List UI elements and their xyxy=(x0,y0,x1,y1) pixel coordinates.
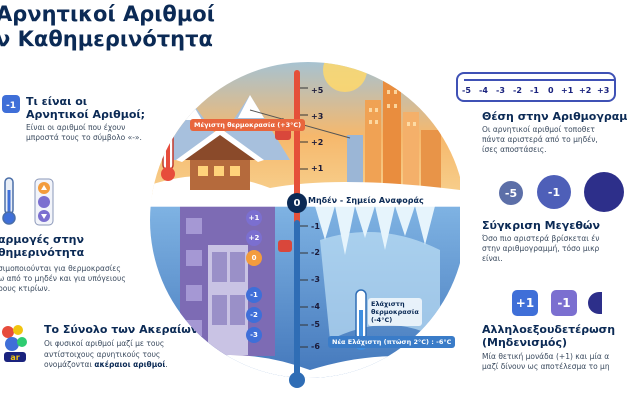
floor-minus-2: -2 xyxy=(246,307,262,323)
minus-one-icon: -1 xyxy=(0,92,24,116)
title-line-2: ν Καθημερινότητα xyxy=(0,27,213,51)
applications-text: σιμοποιούνται για θερμοκρασίες ω από το … xyxy=(0,264,126,294)
cancel-text-line-2: μαζί δίνουν ως αποτέλεσμα το μη xyxy=(482,362,610,371)
min-temp-line-2: θερμοκρασία xyxy=(371,308,419,316)
min-temp-label: Ελάχιστη θερμοκρασία (-4°C) xyxy=(368,298,422,326)
min-temp-line-3: (-4°C) xyxy=(371,316,393,324)
cancel-text-line-1: Μία θετική μονάδα (+1) και μία α xyxy=(482,352,610,361)
nl-tick: +3 xyxy=(597,86,610,95)
applications-text-line-3: ρους κτιρίων. xyxy=(0,284,51,293)
tick-plus-5: +5 xyxy=(311,86,324,95)
minus-one-icon-text: -1 xyxy=(6,101,16,111)
zero-marker: 0 xyxy=(287,193,307,213)
tick-minus-2: -2 xyxy=(311,248,320,257)
integers-text-line-2: αντίστοιχους αρνητικούς τους xyxy=(44,349,161,359)
plus-one-block: +1 xyxy=(512,290,538,316)
max-temp-label: Μέγιστη θερμοκρασία (+3°C) xyxy=(190,119,306,131)
compare-text: Όσο πιο αριστερά βρίσκεται έν στην αριθμ… xyxy=(482,234,599,264)
compare-text-line-2: στην αριθμογραμμή, τόσο μικρ xyxy=(482,244,600,253)
tick-plus-3: +3 xyxy=(311,112,324,121)
compare-text-line-1: Όσο πιο αριστερά βρίσκεται έν xyxy=(482,234,600,243)
tick-minus-4: -4 xyxy=(311,302,320,311)
tick-plus-2: +2 xyxy=(311,138,324,147)
tick-minus-6: -6 xyxy=(311,342,320,351)
position-text-line-1: Οι αρνητικοί αριθμοί τοποθετ xyxy=(482,125,595,134)
zero-result-icon xyxy=(588,292,602,314)
logo-text: ar xyxy=(10,353,19,362)
temperature-scene: +5 +3 +2 +1 -1 -2 -3 -4 -5 -6 Μέγιστη θε… xyxy=(150,40,460,400)
nl-tick: 0 xyxy=(548,86,554,95)
nl-tick: -3 xyxy=(496,86,505,95)
tick-minus-3: -3 xyxy=(311,275,320,284)
tick-minus-5: -5 xyxy=(311,320,320,329)
integers-heading: Το Σύνολο των Ακεραίων xyxy=(44,323,199,336)
position-text-line-2: πάντα αριστερά από το μηδέν, xyxy=(482,135,598,144)
cancel-heading: Αλληλοεξουδετέρωση (Μηδενισμός) xyxy=(482,323,615,349)
applications-text-line-1: σιμοποιούνται για θερμοκρασίες xyxy=(0,264,121,273)
what-text-line-2: μπροστά τους το σύμβολο «-». xyxy=(26,133,142,142)
scene-artwork xyxy=(150,62,460,388)
applications-heading-line-1: αρμογές στην xyxy=(0,233,84,246)
what-heading: Τι είναι οι Αρνητικοί Αριθμοί; xyxy=(26,95,145,121)
minus-one-block: -1 xyxy=(551,290,577,316)
logo: ar xyxy=(0,322,28,364)
nl-tick: +2 xyxy=(579,86,592,95)
nl-tick: +1 xyxy=(561,86,574,95)
what-text-line-1: Είναι οι αριθμοί που έχουν xyxy=(26,123,126,132)
integers-text: Οι φυσικοί αριθμοί μαζί με τους αντίστοι… xyxy=(44,339,168,371)
elevator-arrows-icon xyxy=(34,178,54,226)
compare-heading: Σύγκριση Μεγεθών xyxy=(482,219,600,232)
new-min-label: Νέα Ελάχιστη (πτώση 2°C) : -6°C xyxy=(328,336,456,348)
number-line: -5 -4 -3 -2 -1 0 +1 +2 +3 xyxy=(456,72,616,102)
circle-minus-5: -5 xyxy=(499,181,523,205)
cancel-heading-line-1: Αλληλοεξουδετέρωση xyxy=(482,323,616,336)
position-heading: Θέση στην Αριθμογραμ xyxy=(482,110,627,123)
nl-tick: -5 xyxy=(462,86,471,95)
page-title: Αρνητικοί Αριθμοί ν Καθημερινότητα xyxy=(0,2,215,52)
floor-minus-3: -3 xyxy=(246,327,262,343)
circle-large xyxy=(584,172,624,212)
nl-tick: -4 xyxy=(479,86,488,95)
cancel-text: Μία θετική μονάδα (+1) και μία α μαζί δί… xyxy=(482,352,610,372)
floor-plus-1: +1 xyxy=(246,210,262,226)
title-line-1: Αρνητικοί Αριθμοί xyxy=(0,2,215,26)
integers-text-post: . xyxy=(165,360,168,369)
circle-minus-1: -1 xyxy=(537,175,571,209)
applications-heading-line-2: θημερινότητα xyxy=(0,246,85,259)
what-heading-line-2: Αρνητικοί Αριθμοί; xyxy=(26,108,146,121)
position-text-line-3: ίσες αποστάσεις. xyxy=(482,145,547,154)
what-heading-line-1: Τι είναι οι xyxy=(26,95,88,108)
integers-text-line-1: Οι φυσικοί αριθμοί μαζί με τους xyxy=(44,339,165,348)
integers-text-bold: ακέραιοι αριθμοί xyxy=(94,360,166,369)
floor-minus-1: -1 xyxy=(246,287,262,303)
nl-tick: -1 xyxy=(530,86,539,95)
integers-text-pre: ονομάζονται xyxy=(44,360,95,369)
applications-text-line-2: ω από το μηδέν και για υπόγειους xyxy=(0,274,126,283)
tick-minus-1: -1 xyxy=(311,222,320,231)
what-text: Είναι οι αριθμοί που έχουν μπροστά τους … xyxy=(26,123,142,143)
number-line-axis xyxy=(464,79,614,81)
zero-label: Μηδέν - Σημείο Αναφοράς xyxy=(308,196,424,205)
thermometer-icon xyxy=(0,176,18,226)
floor-zero: 0 xyxy=(246,250,262,266)
nl-tick: -2 xyxy=(513,86,522,95)
applications-heading: αρμογές στην θημερινότητα xyxy=(0,233,84,259)
integers-text-line-3: ονομάζονται ακέραιοι αριθμοί. xyxy=(44,360,168,371)
tick-plus-1: +1 xyxy=(311,164,324,173)
min-temp-line-1: Ελάχιστη xyxy=(371,300,405,308)
floor-plus-2: +2 xyxy=(246,230,262,246)
cancel-heading-line-2: (Μηδενισμός) xyxy=(482,336,568,349)
compare-text-line-3: είναι. xyxy=(482,254,503,263)
position-text: Οι αρνητικοί αριθμοί τοποθετ πάντα αριστ… xyxy=(482,125,598,155)
